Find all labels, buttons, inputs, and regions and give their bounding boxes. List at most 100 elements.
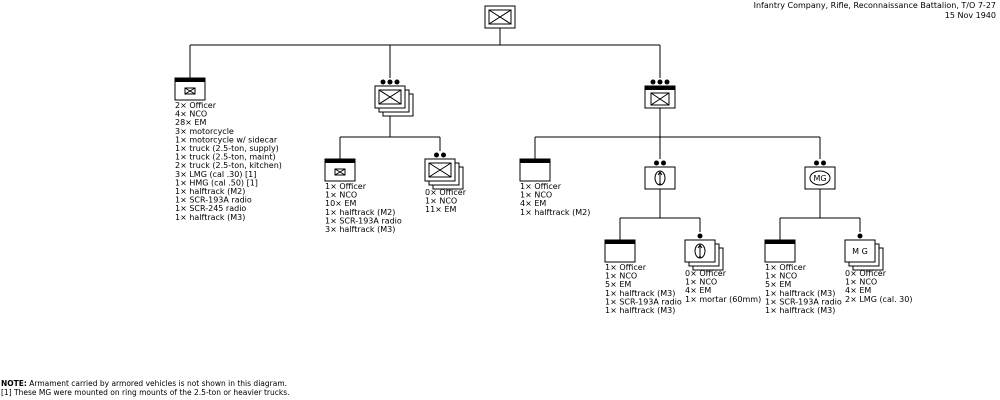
size-dot — [857, 233, 863, 239]
roster-line: 3× halftrack (M3) — [325, 225, 395, 234]
size-dot — [654, 160, 659, 166]
roster-line: 28× EM — [175, 118, 206, 127]
infantry-cross-icon — [650, 92, 670, 106]
mg-label: M G — [852, 247, 868, 256]
roster-line: 1× halftrack (M3) — [605, 289, 675, 298]
mortar-base-icon — [659, 183, 661, 185]
roster-line: 11× EM — [425, 205, 456, 214]
roster-line: 1× halftrack (M2) — [175, 187, 245, 196]
mg-ring-icon — [809, 170, 831, 186]
roster-line: 1× halftrack (M3) — [605, 306, 675, 315]
roster-line: 1× Officer — [520, 182, 562, 191]
unit-mortar-section — [644, 160, 676, 190]
roster-line: 1× Officer — [765, 263, 807, 272]
unit-company — [484, 5, 516, 29]
hq-bar — [645, 86, 675, 90]
diagram-title: Infantry Company, Rifle, Reconnaissance … — [753, 1, 996, 10]
diagram-header: Infantry Company, Rifle, Reconnaissance … — [754, 1, 996, 21]
roster-line: 2× Officer — [175, 101, 217, 110]
roster-line: 1× halftrack (M3) — [175, 213, 245, 222]
roster-line: 1× halftrack (M2) — [520, 208, 590, 217]
infantry-cross-icon — [428, 162, 452, 178]
roster-line: 1× truck (2.5-ton, maint) — [175, 153, 276, 162]
roster-line: 1× motorcycle w/ sidecar — [175, 135, 278, 144]
roster-line: 10× EM — [325, 199, 356, 208]
roster-line: 1× NCO — [845, 278, 877, 287]
infantry-cross-icon — [334, 168, 346, 176]
roster-line: 1× SCR-193A radio — [175, 196, 252, 205]
roster-line: 2× truck (2.5-ton, kitchen) — [175, 161, 282, 170]
infantry-frame-icon — [428, 162, 452, 178]
roster-line: 1× NCO — [325, 191, 357, 200]
size-dot — [814, 160, 819, 166]
mortar-arrow-icon — [697, 244, 703, 249]
roster-line: 1× SCR-245 radio — [175, 204, 246, 213]
size-dot — [664, 79, 670, 85]
roster-line: 2× LMG (cal. 30) — [845, 295, 912, 304]
size-dot — [387, 79, 393, 85]
size-dot — [380, 79, 386, 85]
roster-line: 3× LMG (cal .30) [1] — [175, 170, 256, 179]
unit-weapons-platoon — [644, 79, 676, 109]
diagram-date: 15 Nov 1940 — [944, 11, 996, 20]
roster-line: 1× NCO — [605, 272, 637, 281]
hq-bar — [175, 78, 205, 82]
infantry-frame-icon — [378, 89, 402, 105]
size-dot — [821, 160, 826, 166]
roster-line: 1× halftrack (M2) — [325, 208, 395, 217]
roster-line: 1× halftrack (M3) — [765, 306, 835, 315]
unit-symbol-frame — [804, 166, 836, 190]
roster-line: 0× Officer — [685, 269, 727, 278]
roster-line: 1× mortar (60mm) — [685, 295, 761, 304]
size-dot — [657, 79, 663, 85]
roster-line: 1× truck (2.5-ton, supply) — [175, 144, 279, 153]
unit-rifle-platoon — [374, 79, 414, 117]
roster-line: 0× Officer — [845, 269, 887, 278]
roster-line: 1× Officer — [325, 182, 367, 191]
mortar-arrow-icon — [657, 171, 663, 176]
roster-line: 1× SCR-193A radio — [605, 297, 682, 306]
roster-line: 3× motorcycle — [175, 127, 234, 136]
roster-line: 4× NCO — [175, 110, 207, 119]
roster-line: 4× EM — [685, 286, 711, 295]
unit-symbol-frame — [844, 239, 876, 263]
note-label: NOTE: — [1, 379, 27, 388]
note-text: Armament carried by armored vehicles is … — [29, 379, 288, 388]
roster-line: 0× Officer — [425, 188, 467, 197]
hq-bar — [605, 240, 635, 244]
roster-line: 5× EM — [765, 280, 791, 289]
infantry-cross-icon — [488, 9, 512, 25]
infantry-frame-icon — [334, 168, 346, 176]
hq-bar — [520, 159, 550, 163]
note-line: NOTE: Armament carried by armored vehicl… — [1, 379, 290, 388]
infantry-frame-icon — [488, 9, 512, 25]
infantry-frame-icon — [184, 87, 196, 95]
roster-line: 5× EM — [605, 280, 631, 289]
infantry-frame-icon — [650, 92, 670, 106]
hq-bar — [765, 240, 795, 244]
size-dot — [441, 152, 446, 158]
roster-line: 1× HMG (cal .50) [1] — [175, 178, 258, 187]
infantry-cross-icon — [378, 89, 402, 105]
notes-block: NOTE: Armament carried by armored vehicl… — [1, 379, 290, 397]
hq-bar — [325, 159, 355, 163]
roster-line: 1× NCO — [765, 272, 797, 281]
size-dot — [650, 79, 656, 85]
size-dot — [697, 233, 703, 239]
unit-mg-section: MG — [804, 160, 836, 190]
size-dot — [394, 79, 400, 85]
infantry-cross-icon — [184, 87, 196, 95]
roster-line: 1× NCO — [425, 197, 457, 206]
mortar-base-icon — [699, 256, 701, 258]
roster-line: 1× NCO — [520, 191, 552, 200]
roster-line: 4× EM — [520, 199, 546, 208]
roster-line: 1× SCR-193A radio — [765, 297, 842, 306]
